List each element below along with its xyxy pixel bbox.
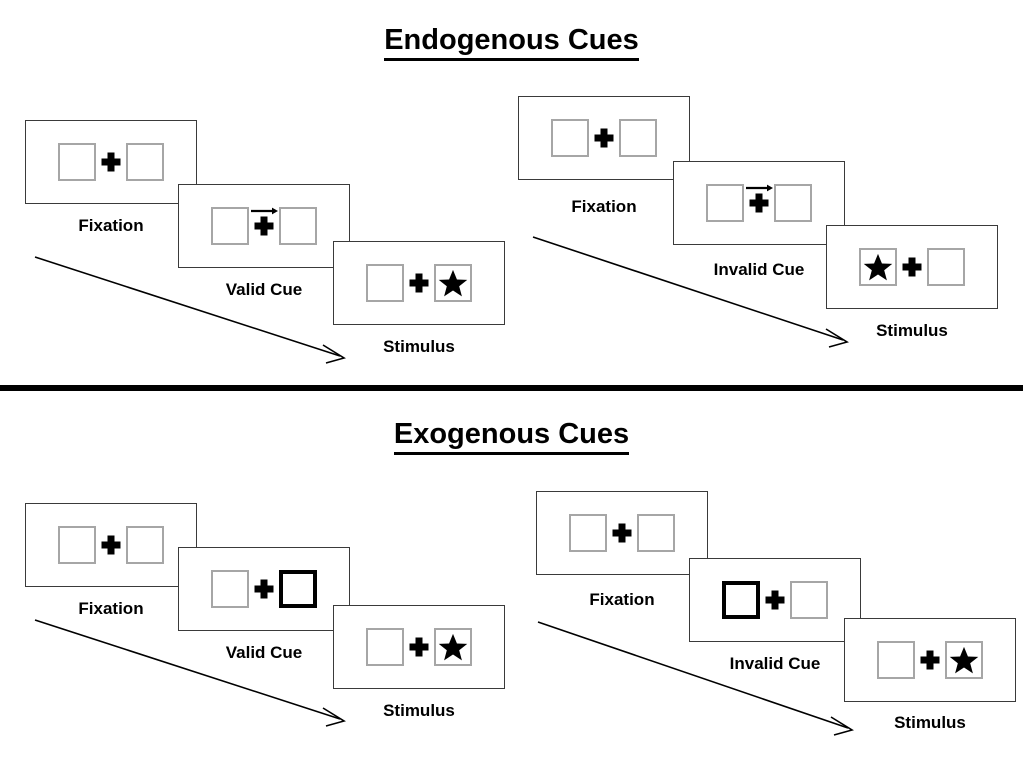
- placeholder-box-right: [279, 207, 317, 245]
- caption-endogenous-invalid-cue: Invalid Cue: [713, 260, 805, 279]
- frame-content: [569, 514, 675, 552]
- frame-endogenous-valid-fixation: [25, 120, 197, 204]
- caption-endogenous-valid-stimulus: Stimulus: [383, 337, 455, 356]
- section-title-exogenous-text: Exogenous Cues: [393, 418, 630, 455]
- placeholder-box-left: [551, 119, 589, 157]
- placeholder-box-right: [126, 143, 164, 181]
- frame-content: [706, 184, 812, 222]
- cue-arrow-right-icon: [746, 184, 773, 192]
- caption-endogenous-invalid-fixation: Fixation: [571, 197, 637, 216]
- frame-exogenous-invalid-fixation: [536, 491, 708, 575]
- star-icon: [863, 253, 893, 281]
- frame-content: [877, 641, 983, 679]
- placeholder-box-left: [58, 526, 96, 564]
- placeholder-box-left: [706, 184, 744, 222]
- placeholder-box-right: [637, 514, 675, 552]
- caption-exogenous-invalid-stimulus: Stimulus: [894, 713, 966, 732]
- fixation-cross-icon: [96, 143, 126, 181]
- placeholder-box-left: [366, 628, 404, 666]
- fixation-cross-icon: [607, 514, 637, 552]
- section-title-endogenous: Endogenous Cues: [0, 24, 1023, 61]
- frame-exogenous-valid-fixation: [25, 503, 197, 587]
- frame-endogenous-invalid-cue: [673, 161, 845, 245]
- placeholder-box-right: [927, 248, 965, 286]
- star-icon: [949, 646, 979, 674]
- frame-content: [366, 628, 472, 666]
- fixation-cross-icon: [249, 570, 279, 608]
- frame-endogenous-invalid-stimulus: [826, 225, 998, 309]
- caption-endogenous-invalid-stimulus: Stimulus: [876, 321, 948, 340]
- caption-exogenous-valid-stimulus: Stimulus: [383, 701, 455, 720]
- placeholder-box-left: [569, 514, 607, 552]
- fixation-cross-icon: [249, 207, 279, 245]
- frame-content: [211, 570, 317, 608]
- placeholder-box-right: [790, 581, 828, 619]
- fixation-cross-icon: [404, 628, 434, 666]
- frame-exogenous-invalid-stimulus: [844, 618, 1016, 702]
- target-box-right: [945, 641, 983, 679]
- caption-exogenous-valid-cue: Valid Cue: [225, 643, 303, 662]
- fixation-cross-icon: [404, 264, 434, 302]
- fixation-cross-icon: [897, 248, 927, 286]
- frame-content: [58, 526, 164, 564]
- frame-exogenous-invalid-cue: [689, 558, 861, 642]
- cue-arrow-right-icon: [251, 207, 278, 215]
- placeholder-box-left: [366, 264, 404, 302]
- frame-endogenous-valid-cue: [178, 184, 350, 268]
- star-icon: [438, 633, 468, 661]
- frame-endogenous-valid-stimulus: [333, 241, 505, 325]
- fixation-cross-icon: [96, 526, 126, 564]
- cued-box-left: [722, 581, 760, 619]
- frame-exogenous-valid-cue: [178, 547, 350, 631]
- frame-content: [722, 581, 828, 619]
- placeholder-box-right: [774, 184, 812, 222]
- section-title-exogenous: Exogenous Cues: [0, 418, 1023, 455]
- target-box-right: [434, 264, 472, 302]
- frame-content: [366, 264, 472, 302]
- caption-exogenous-valid-fixation: Fixation: [78, 599, 144, 618]
- placeholder-box-right: [619, 119, 657, 157]
- fixation-cross-icon: [744, 184, 774, 222]
- caption-exogenous-invalid-fixation: Fixation: [589, 590, 655, 609]
- frame-exogenous-valid-stimulus: [333, 605, 505, 689]
- frame-endogenous-invalid-fixation: [518, 96, 690, 180]
- caption-endogenous-valid-cue: Valid Cue: [225, 280, 303, 299]
- placeholder-box-left: [58, 143, 96, 181]
- placeholder-box-right: [126, 526, 164, 564]
- target-box-left: [859, 248, 897, 286]
- fixation-cross-icon: [915, 641, 945, 679]
- placeholder-box-left: [211, 570, 249, 608]
- caption-endogenous-valid-fixation: Fixation: [78, 216, 144, 235]
- fixation-cross-icon: [589, 119, 619, 157]
- frame-content: [58, 143, 164, 181]
- section-divider: [0, 385, 1023, 391]
- frame-content: [551, 119, 657, 157]
- frame-content: [211, 207, 317, 245]
- section-title-endogenous-text: Endogenous Cues: [384, 24, 639, 61]
- placeholder-box-left: [877, 641, 915, 679]
- caption-exogenous-invalid-cue: Invalid Cue: [729, 654, 821, 673]
- fixation-cross-icon: [760, 581, 790, 619]
- cued-box-right: [279, 570, 317, 608]
- star-icon: [438, 269, 468, 297]
- frame-content: [859, 248, 965, 286]
- placeholder-box-left: [211, 207, 249, 245]
- target-box-right: [434, 628, 472, 666]
